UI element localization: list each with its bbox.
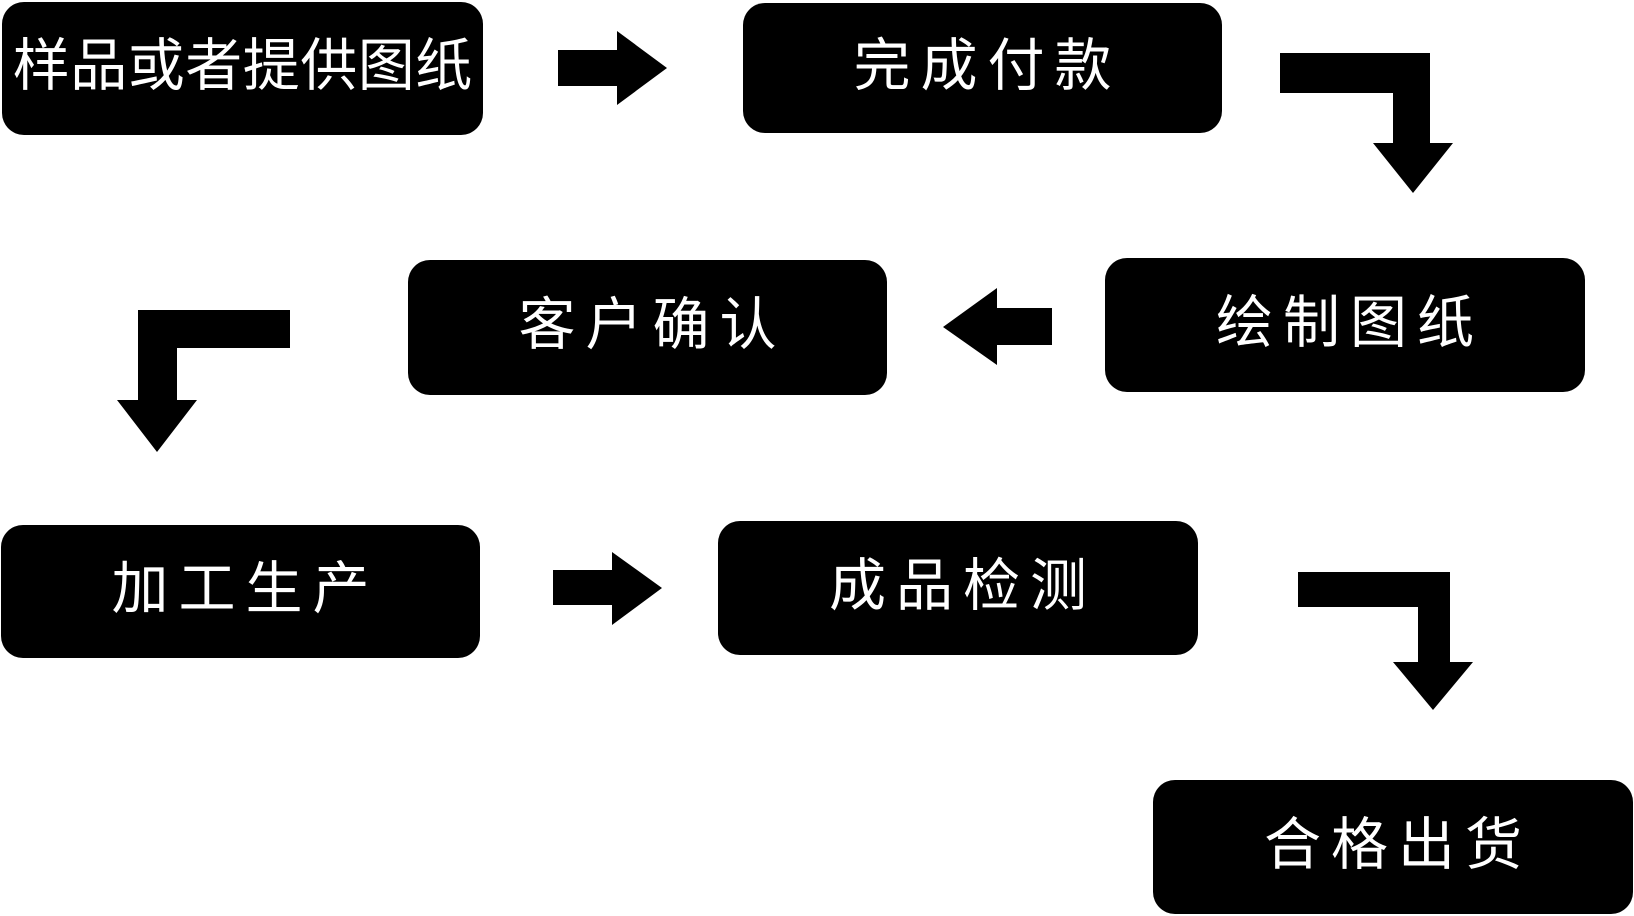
elbow-arrow-down-icon xyxy=(1280,53,1453,193)
elbow-arrow-down-icon xyxy=(117,310,290,452)
arrow-left-icon xyxy=(943,288,1052,365)
flow-node-label: 加工生产 xyxy=(111,557,380,621)
flow-node-sample-or-drawing: 样品或者提供图纸 xyxy=(2,2,483,135)
flow-node-label: 成品检测 xyxy=(829,553,1097,618)
flow-node-draw-drawings: 绘制图纸 xyxy=(1105,258,1585,392)
flow-node-processing-production: 加工生产 xyxy=(1,525,480,658)
arrow-right-icon xyxy=(558,31,667,105)
flow-node-complete-payment: 完成付款 xyxy=(743,3,1222,133)
flow-node-product-inspection: 成品检测 xyxy=(718,521,1198,655)
flow-node-label: 完成付款 xyxy=(853,33,1122,98)
elbow-arrow-down-icon xyxy=(1298,572,1473,710)
arrow-right-icon xyxy=(553,552,662,625)
flow-node-label: 样品或者提供图纸 xyxy=(12,34,473,98)
flow-node-qualified-shipment: 合格出货 xyxy=(1153,780,1633,914)
flow-node-label: 客户确认 xyxy=(518,293,787,357)
flow-node-label: 绘制图纸 xyxy=(1216,290,1484,355)
flow-node-customer-confirm: 客户确认 xyxy=(408,260,887,395)
flow-node-label: 合格出货 xyxy=(1264,812,1532,877)
